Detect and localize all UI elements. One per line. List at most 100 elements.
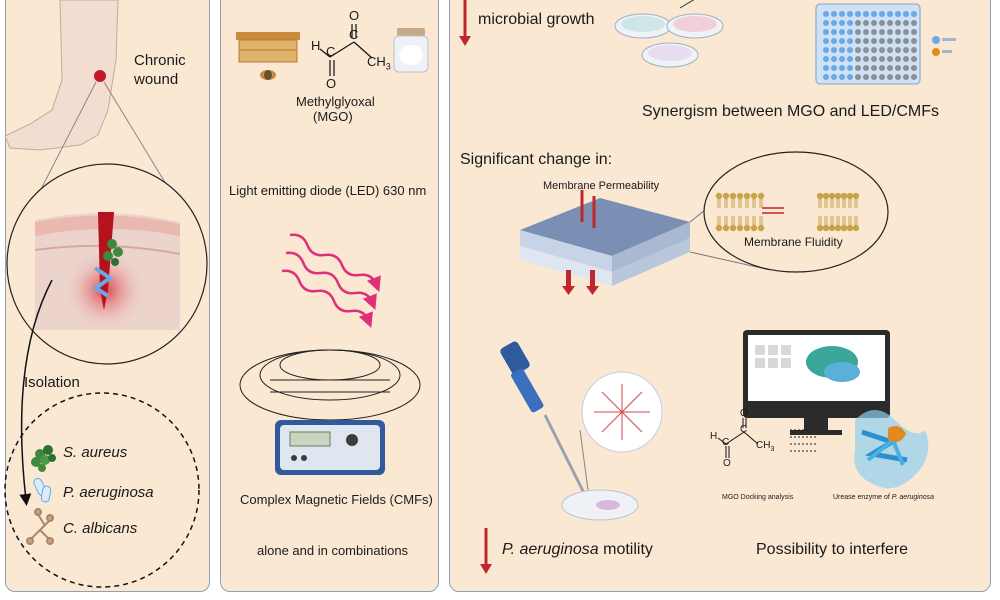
plate-well: [895, 38, 901, 44]
lipid-head: [828, 224, 836, 232]
plate-well: [903, 56, 909, 62]
plate-well: [903, 11, 909, 17]
lipid-head: [729, 192, 737, 200]
permeability-label: Membrane Permeability: [543, 180, 660, 192]
plate-well: [823, 47, 829, 53]
plate-well: [871, 11, 877, 17]
plate-well: [839, 38, 845, 44]
growth-label: microbial growth: [478, 11, 595, 28]
plate-well: [831, 29, 837, 35]
wound-closeup: [6, 163, 208, 365]
mgo-atom-c2: C: [349, 27, 359, 42]
plate-well: [855, 20, 861, 26]
lipid-head: [743, 224, 751, 232]
lipid-tail: [724, 199, 728, 208]
plate-well: [871, 29, 877, 35]
decrease-arrow-growth: [459, 0, 471, 46]
docking-atom-c2: C: [740, 424, 748, 435]
organism-p-aeruginosa: P. aeruginosa: [63, 484, 154, 501]
plate-well: [895, 56, 901, 62]
plate-well: [831, 74, 837, 80]
mgo-structure: [319, 24, 373, 76]
plate-well: [831, 38, 837, 44]
well-plate-icon: [815, 3, 956, 85]
isolation-arrow: [19, 279, 53, 506]
plate-well: [831, 11, 837, 17]
plate-well: [879, 20, 885, 26]
isolation-label: Isolation: [24, 374, 80, 391]
plate-well: [847, 11, 853, 17]
lipid-head: [715, 192, 723, 200]
motility-label: P. aeruginosa motility: [502, 541, 653, 558]
plate-well: [871, 56, 877, 62]
wound-label-line2: wound: [134, 71, 179, 88]
lipid-head: [743, 192, 751, 200]
change-heading: Significant change in:: [460, 151, 613, 168]
plate-well: [847, 38, 853, 44]
synergism-label: Synergism between MGO and LED/CMFs: [642, 103, 939, 120]
lipid-head: [852, 192, 860, 200]
mgo-atom-h: H: [311, 38, 321, 53]
leg-illustration: [4, 0, 119, 151]
plate-well: [871, 47, 877, 53]
lipid-tail: [752, 216, 756, 225]
lipid-tail: [717, 216, 721, 225]
petri-dishes-icon: [614, 0, 724, 68]
organism-circle: [4, 392, 200, 588]
plate-well: [823, 56, 829, 62]
plate-well: [871, 74, 877, 80]
mgo-atom-c1: C: [326, 44, 336, 59]
plate-well: [831, 20, 837, 26]
lipid-head: [852, 224, 860, 232]
mgo-atom-o-top: O: [349, 8, 360, 23]
lipid-tail: [731, 216, 735, 225]
plate-well: [871, 65, 877, 71]
lipid-head: [834, 224, 842, 232]
plate-well: [911, 11, 917, 17]
plate-well: [855, 38, 861, 44]
plate-well: [863, 11, 869, 17]
magnetic-field-lines: [239, 349, 421, 421]
lipid-head: [840, 192, 848, 200]
led-label: Light emitting diode (LED) 630 nm: [229, 183, 427, 198]
plate-well: [847, 29, 853, 35]
lipid-head: [828, 192, 836, 200]
organism-c-albicans: C. albicans: [63, 520, 138, 537]
lipid-head: [750, 224, 758, 232]
fluidity-label: Membrane Fluidity: [744, 235, 843, 249]
lipid-head: [715, 224, 723, 232]
lipid-head: [834, 192, 842, 200]
plate-well: [895, 20, 901, 26]
p-aeruginosa-icon: [33, 477, 52, 503]
plate-well: [903, 74, 909, 80]
plate-well: [903, 47, 909, 53]
organism-s-aureus: S. aureus: [63, 444, 128, 461]
plate-well: [847, 56, 853, 62]
lipid-head: [729, 224, 737, 232]
mgo-atom-ch3: CH3: [367, 54, 391, 72]
lipid-tail: [848, 216, 852, 225]
plate-well: [847, 20, 853, 26]
plate-well: [887, 56, 893, 62]
lipid-head: [736, 192, 744, 200]
lipid-head: [846, 192, 854, 200]
lipid-tail: [854, 199, 858, 208]
plate-well: [855, 47, 861, 53]
lipid-head: [822, 224, 830, 232]
plate-well: [863, 65, 869, 71]
lipid-head: [750, 192, 758, 200]
plate-well: [879, 56, 885, 62]
plate-well: [839, 74, 845, 80]
plate-well: [879, 65, 885, 71]
lipid-tail: [824, 216, 828, 225]
lipid-tail: [830, 216, 834, 225]
mgo-abbrev: (MGO): [313, 109, 353, 124]
docking-atom-ch3: CH3: [756, 440, 775, 453]
plate-well: [871, 20, 877, 26]
lipid-tail: [842, 216, 846, 225]
plate-well: [839, 47, 845, 53]
lipid-tail: [759, 199, 763, 208]
plate-well: [855, 56, 861, 62]
plate-well: [823, 29, 829, 35]
